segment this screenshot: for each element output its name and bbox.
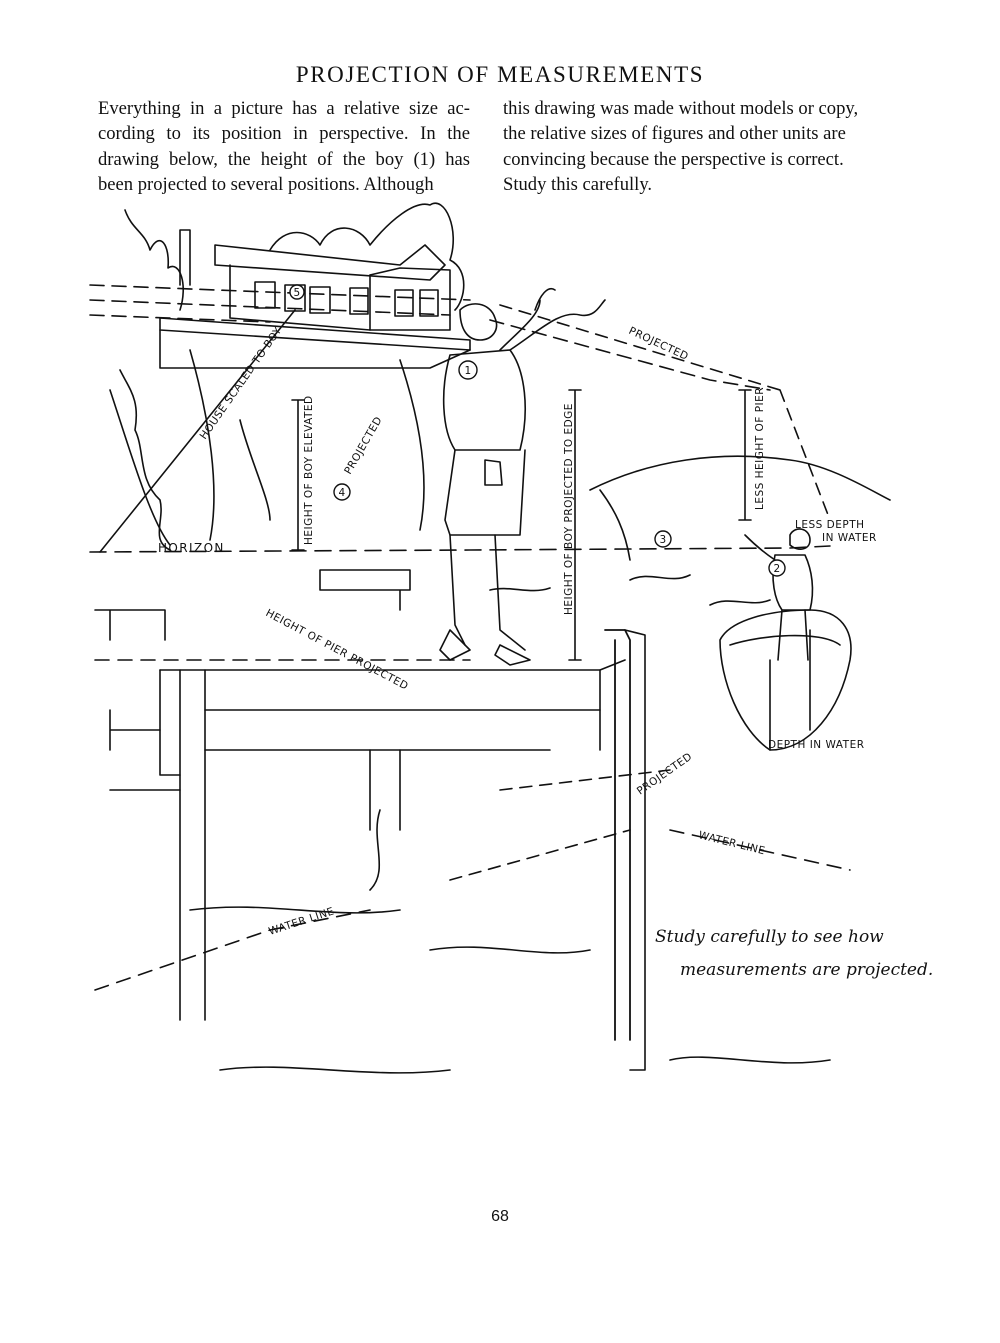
water-line-right — [669, 829, 851, 871]
marker-2: 2 — [768, 559, 786, 577]
label-depth-in-water: DEPTH IN WATER — [768, 739, 865, 751]
boy-1-figure — [439, 288, 606, 666]
illustration-element: 5 — [294, 287, 301, 299]
label-water-line-right: WATER LINE — [697, 829, 766, 857]
page-title: PROJECTION OF MEASUREMENTS — [295, 62, 705, 87]
text-line: this drawing was made without models or … — [503, 98, 859, 119]
body-text-left-column: Everything in a picture has a relative s… — [98, 96, 470, 198]
pier — [94, 609, 646, 1071]
label-less-depth-2: IN WATER — [822, 532, 877, 544]
label-horizon: HORIZON — [158, 541, 225, 555]
text-line: the relative sizes of figures and other … — [503, 123, 846, 145]
text-line: cording to its position in perspective. … — [98, 123, 470, 145]
water-line-left — [94, 909, 371, 991]
label-height-elevated: HEIGHT OF BOY ELEVATED — [303, 395, 315, 545]
page-number: 68 — [491, 1208, 509, 1225]
text-line: drawing below, the height of the boy (1)… — [98, 148, 470, 170]
depth-dashed — [449, 769, 671, 881]
projection-line-top — [89, 284, 471, 323]
caption-line-2: measurements are projected. — [680, 960, 933, 980]
rowboat — [719, 609, 852, 751]
perspective-illustration: 1 2 3 4 5 HORIZON HOUSE SCALED TO BOY HE… — [70, 190, 950, 1120]
distant-shore — [589, 455, 891, 501]
horizon-line — [89, 545, 831, 553]
boy-2-figure — [744, 528, 814, 661]
dim-less-height-pier — [738, 389, 752, 521]
label-height-edge: HEIGHT OF BOY PROJECTED TO EDGE — [563, 403, 575, 615]
label-height-pier-projected: HEIGHT OF PIER PROJECTED — [264, 607, 411, 693]
small-pier — [319, 569, 411, 611]
dim-height-elevated — [291, 399, 305, 551]
illustration-element: 1 — [465, 365, 472, 377]
label-projected-low: PROJECTED — [635, 751, 695, 798]
marker-1: 1 — [458, 360, 478, 380]
foliage-top — [269, 202, 465, 311]
cliff-outline — [109, 349, 425, 546]
house — [159, 229, 471, 369]
dim-height-edge — [568, 389, 582, 661]
text-line: Study this carefully. — [503, 174, 653, 196]
projection-diagonal — [499, 304, 831, 521]
illustration-element: 4 — [339, 487, 346, 499]
projection-line-right-top — [489, 319, 771, 391]
water-surface-lines — [189, 574, 831, 1074]
body-text-right-column: this drawing was made without models or … — [503, 96, 879, 198]
label-less-depth-1: LESS DEPTH — [795, 519, 865, 531]
text-line: been projected to several positions. Alt… — [98, 174, 434, 196]
marker-5: 5 — [289, 284, 305, 300]
illustration-element: 3 — [660, 534, 667, 546]
bush-left — [119, 369, 171, 551]
label-less-height-pier: LESS HEIGHT OF PIER — [754, 387, 766, 510]
marker-4: 4 — [333, 483, 351, 501]
caption-line-1: Study carefully to see how — [655, 927, 884, 947]
text-line: convincing because the perspective is co… — [503, 148, 844, 170]
dim-diagonal-house — [99, 309, 296, 553]
marker-3: 3 — [654, 530, 672, 548]
text-line: Everything in a picture has a relative s… — [98, 98, 470, 119]
foliage-left — [124, 209, 184, 311]
label-projected-top: PROJECTED — [627, 325, 691, 363]
shore-rock — [599, 489, 631, 561]
illustration-element: 2 — [774, 563, 781, 575]
label-projected-mid: PROJECTED — [342, 415, 385, 477]
illustration-svg: 1 2 3 4 5 HORIZON HOUSE SCALED TO BOY HE… — [89, 202, 933, 1074]
